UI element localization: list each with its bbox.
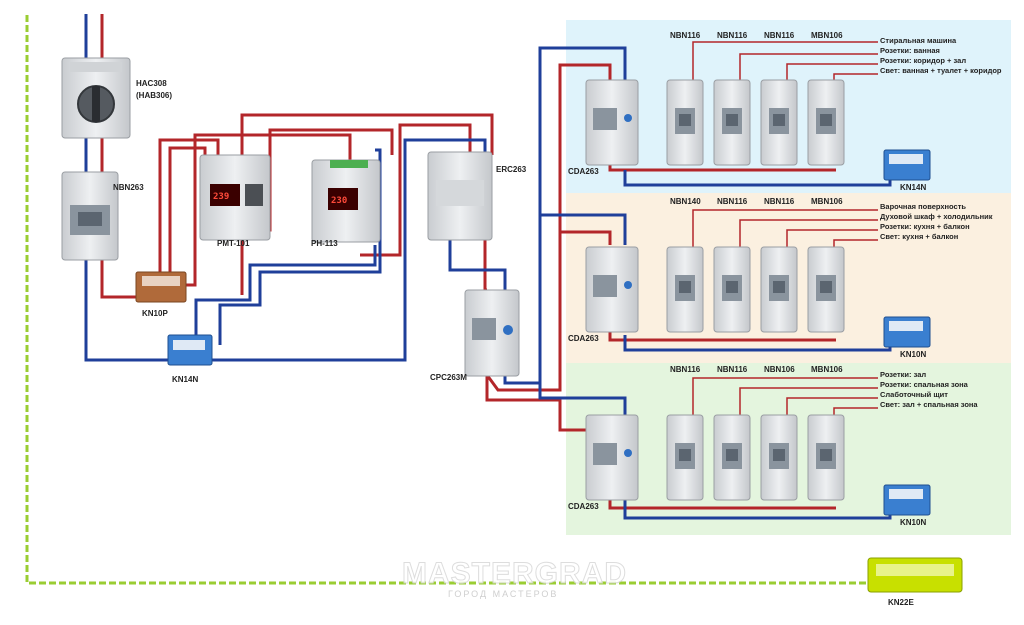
terminal-kn14n-left xyxy=(167,334,213,366)
breaker xyxy=(807,246,845,333)
watermark-title: MASTERGRAD xyxy=(402,557,627,590)
relay-pmt101: 239 xyxy=(199,154,271,241)
label-breaker: NBN116 xyxy=(670,31,701,40)
label-kn22e: KN22E xyxy=(888,598,914,607)
rcd-cda263 xyxy=(585,414,639,501)
circuit-label: Свет: кухня + балкон xyxy=(880,232,958,241)
breaker xyxy=(713,246,751,333)
group-1: CDA263 NBN116 NBN116 NBN116 MBN106Стиральная… xyxy=(568,31,1002,192)
circuit-label: Варочная поверхность xyxy=(880,202,966,211)
label-breaker: NBN116 xyxy=(764,197,795,206)
label-breaker: MBN106 xyxy=(811,197,843,206)
neutral-wires xyxy=(84,14,892,520)
label-nbn263: NBN263 xyxy=(113,183,144,192)
breaker xyxy=(807,414,845,501)
circuit-label: Розетки: ванная xyxy=(880,46,940,55)
label-pmt101: PMT-101 xyxy=(217,239,250,248)
circuit-label: Духовой шкаф + холодильник xyxy=(880,212,993,221)
circuit-label: Слаботочный щит xyxy=(880,390,948,399)
earth-wire xyxy=(25,15,878,585)
watermark-subtitle: ГОРОД МАСТЕРОВ xyxy=(448,589,558,599)
label-breaker: NBN106 xyxy=(764,365,795,374)
label-rcd: CDA263 xyxy=(568,334,599,343)
terminal-block xyxy=(883,149,931,181)
label-rcd: CDA263 xyxy=(568,502,599,511)
label-breaker: NBN116 xyxy=(717,197,748,206)
label-hab306: (HAB306) xyxy=(136,91,172,100)
relay-ph113: 230 xyxy=(311,159,381,243)
breaker xyxy=(760,414,798,501)
label-breaker: NBN116 xyxy=(764,31,795,40)
contactor-erc263 xyxy=(427,151,493,241)
label-breaker: NBN116 xyxy=(717,365,748,374)
label-rcd: CDA263 xyxy=(568,167,599,176)
label-breaker: MBN106 xyxy=(811,365,843,374)
breaker-nbn263 xyxy=(61,171,119,261)
breaker xyxy=(713,79,751,166)
label-breaker: NBN116 xyxy=(717,31,748,40)
main-switch-hac308 xyxy=(61,57,131,139)
terminal-block xyxy=(883,316,931,348)
circuit-label: Розетки: зал xyxy=(880,370,926,379)
circuit-label: Розетки: кухня + балкон xyxy=(880,222,970,231)
label-kn10p: KN10P xyxy=(142,309,168,318)
label-cpc263m: CPC263M xyxy=(430,373,467,382)
circuit-label: Стиральная машина xyxy=(880,36,957,45)
label-terminal: KN10N xyxy=(900,350,926,359)
breaker xyxy=(760,246,798,333)
rcd-cda263 xyxy=(585,79,639,166)
breaker xyxy=(666,414,704,501)
breaker xyxy=(807,79,845,166)
label-hac308: HAC308 xyxy=(136,79,167,88)
label-erc263: ERC263 xyxy=(496,165,527,174)
rcd-cda263 xyxy=(585,246,639,333)
label-ph113: PH-113 xyxy=(311,239,338,248)
circuit-label: Свет: ванная + туалет + коридор xyxy=(880,66,1002,75)
breaker xyxy=(760,79,798,166)
circuit-leaders xyxy=(692,41,878,415)
terminal-kn22e xyxy=(867,557,963,593)
circuit-label: Розетки: коридор + зал xyxy=(880,56,966,65)
circuit-label: Свет: зал + спальная зона xyxy=(880,400,978,409)
breaker xyxy=(666,246,704,333)
breaker xyxy=(666,79,704,166)
pmt-display: 239 xyxy=(213,192,229,202)
label-kn14n-left: KN14N xyxy=(172,375,198,384)
terminal-kn10p xyxy=(135,271,187,303)
rcbo-cpc263m xyxy=(464,289,520,377)
label-terminal: KN14N xyxy=(900,183,926,192)
ph-display: 230 xyxy=(331,196,347,206)
terminal-block xyxy=(883,484,931,516)
label-terminal: KN10N xyxy=(900,518,926,527)
label-breaker: NBN140 xyxy=(670,197,701,206)
circuit-label: Розетки: спальная зона xyxy=(880,380,969,389)
breaker xyxy=(713,414,751,501)
label-breaker: NBN116 xyxy=(670,365,701,374)
label-breaker: MBN106 xyxy=(811,31,843,40)
